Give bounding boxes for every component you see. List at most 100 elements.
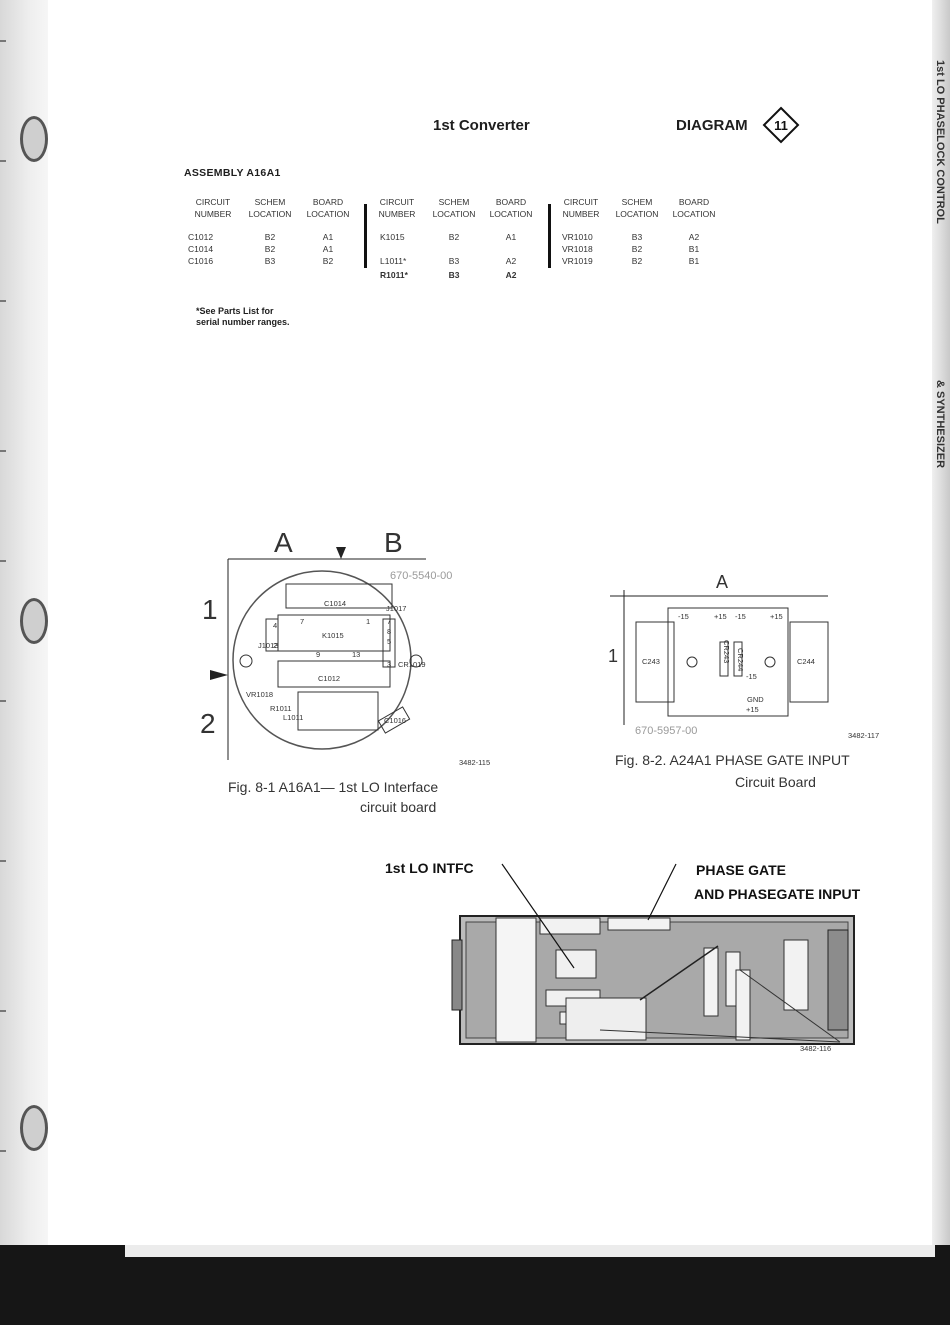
component-label: CR243 [722, 640, 731, 664]
callout-1st-lo-intfc: 1st LO INTFC [385, 860, 474, 876]
table-cell: A2 [505, 256, 517, 266]
grid-col-label: A [274, 527, 293, 558]
pin-label: 2 [273, 641, 278, 650]
table-cell: C1016 [188, 256, 214, 266]
tab-strip [932, 0, 950, 1245]
grid-row-label: 1 [608, 646, 619, 666]
binder-tick [0, 160, 6, 162]
binder-hole [20, 598, 48, 644]
binder-hole [20, 1105, 48, 1151]
table-cell: B2 [631, 244, 643, 254]
pin-label: -15 [735, 612, 746, 621]
grid-col-label: B [384, 527, 403, 558]
pin-label: 4 [273, 621, 278, 630]
callout-phase-gate: AND PHASEGATE INPUT [694, 886, 861, 902]
binder-tick [0, 450, 6, 452]
pin-label: +15 [746, 705, 759, 714]
table-cell: B2 [322, 256, 334, 266]
board-part-number: 670-5540-00 [390, 570, 453, 582]
pin-label: 5 [387, 637, 392, 646]
pin-label: GND [747, 695, 764, 704]
component-label: CR244 [736, 648, 745, 672]
diagram-label: DIAGRAM [676, 117, 748, 134]
table-cell: B3 [264, 256, 276, 266]
grid-row-label: 2 [200, 708, 216, 739]
assembly-title: ASSEMBLY A16A1 [184, 167, 281, 179]
table-cell: A2 [688, 232, 700, 242]
table-cell: B3 [448, 256, 460, 266]
table-cell: VR1018 [562, 244, 593, 254]
table-cell: B2 [264, 244, 276, 254]
table-cell: C1014 [188, 244, 214, 254]
table-cell: VR1010 [562, 232, 593, 242]
pin-label: -15 [746, 672, 757, 681]
pin-label: +15 [770, 612, 783, 621]
table-cell: VR1019 [562, 256, 593, 266]
pin-label: 3 [387, 660, 392, 669]
table-cell: A1 [505, 232, 517, 242]
binder-tick [0, 860, 6, 862]
component-label: C1016 [384, 716, 407, 725]
binder-tick [0, 1010, 6, 1012]
figure-ref: 3482-117 [848, 731, 880, 740]
fig2-board-drawing [610, 590, 829, 725]
table-separator [364, 204, 367, 268]
binder-hole [20, 116, 48, 162]
table-cell: B2 [264, 232, 276, 242]
pin-label: +15 [714, 612, 727, 621]
diagram-number: 11 [774, 118, 788, 133]
table-cell: R1011* [380, 270, 408, 280]
scan-bottom-band [0, 1245, 950, 1325]
grid-col-label: A [716, 572, 729, 592]
board-part-number: 670-5957-00 [635, 725, 698, 737]
diagram-number-badge: 11 [762, 106, 800, 144]
component-label: J1017 [386, 604, 407, 613]
callout-phase-gate: PHASE GATE [696, 862, 786, 878]
table-cell: B1 [688, 256, 700, 266]
table-cell: B3 [448, 270, 460, 280]
component-label: C243 [642, 657, 660, 666]
figure-ref: 3482-116 [800, 1044, 832, 1053]
pin-label: -15 [678, 612, 689, 621]
table-cell: B3 [631, 232, 643, 242]
table-cell: B2 [448, 232, 460, 242]
pin-label: 7 [300, 617, 305, 626]
binder-tick [0, 1150, 6, 1152]
pin-label: 1 [366, 617, 371, 626]
component-label: C244 [797, 657, 815, 666]
figure-caption: Fig. 8-1 A16A1— 1st LO Interface [228, 779, 439, 795]
binder-tick [0, 40, 6, 42]
component-label: C1012 [318, 674, 341, 683]
fig1-board-drawing [210, 547, 426, 760]
component-label: J1013 [258, 641, 279, 650]
page-title: 1st Converter [433, 117, 530, 134]
component-label: R1011 [270, 704, 292, 713]
component-label: C1014 [324, 599, 347, 608]
figure-caption: Circuit Board [735, 774, 816, 790]
scan-bottom-sheet [125, 1245, 935, 1257]
component-label: CR1019 [398, 660, 426, 669]
grid-row-label: 1 [202, 594, 218, 625]
pin-label: 7 [387, 617, 392, 626]
table-cell: A2 [505, 270, 517, 280]
table-cell: A1 [322, 244, 334, 254]
pin-label: 13 [352, 650, 361, 659]
table-cell: K1015 [380, 232, 405, 242]
table-cell: L1011* [380, 256, 407, 266]
component-label: VR1018 [246, 690, 274, 699]
pin-label: 9 [316, 650, 321, 659]
side-tab-label: 1st LO PHASELOCK CONTROL [934, 60, 946, 224]
table-cell: C1012 [188, 232, 214, 242]
component-label: L1011 [283, 713, 304, 722]
side-tab-label: & SYNTHESIZER [934, 380, 946, 469]
